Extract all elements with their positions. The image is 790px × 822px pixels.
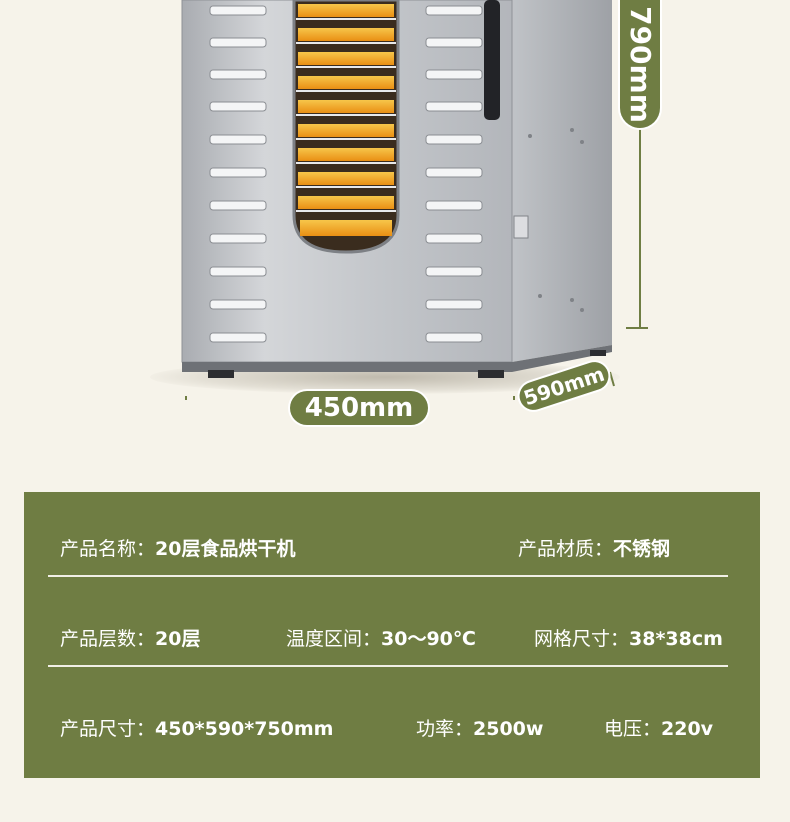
- dimension-lines: [185, 128, 648, 400]
- spec-value: 20层食品烘干机: [155, 538, 296, 560]
- spec-value: 38*38cm: [629, 628, 723, 650]
- spec-value: 20层: [155, 628, 201, 650]
- foot-left: [208, 370, 234, 378]
- spec-product-size: 产品尺寸：450*590*750mm: [60, 714, 333, 741]
- dehydrator-machine-image: [181, 0, 648, 400]
- spec-power: 功率：2500w: [416, 714, 543, 741]
- spec-label: 温度区间：: [286, 628, 382, 650]
- spec-material: 产品材质：不锈钢: [518, 534, 670, 561]
- spec-label: 产品名称：: [60, 538, 156, 560]
- width-dimension-label: 450mm: [290, 391, 428, 425]
- spec-value: 220v: [661, 718, 714, 740]
- spec-label: 网格尺寸：: [534, 628, 630, 650]
- height-dimension-label: 790mm: [620, 0, 660, 128]
- spec-label: 电压：: [604, 718, 662, 740]
- base-plinth: [182, 345, 612, 372]
- foot-right: [478, 370, 504, 378]
- side-panel: [512, 0, 612, 362]
- spec-row-2: 产品层数：20层 温度区间：30～90℃ 网格尺寸：38*38cm: [60, 624, 730, 654]
- right-vents: [425, 5, 483, 343]
- spec-value: 450*590*750mm: [155, 718, 334, 740]
- spec-row-1: 产品名称：20层食品烘干机 产品材质：不锈钢: [60, 534, 730, 564]
- spec-divider: [48, 665, 728, 667]
- spec-panel: 产品名称：20层食品烘干机 产品材质：不锈钢 产品层数：20层 温度区间：30～…: [24, 492, 760, 778]
- spec-product-name: 产品名称：20层食品烘干机: [60, 534, 295, 561]
- spec-grid-size: 网格尺寸：38*38cm: [534, 624, 723, 651]
- spec-value: 30～90℃: [381, 628, 476, 650]
- side-rivets: [528, 128, 584, 312]
- spec-voltage: 电压：220v: [604, 714, 713, 741]
- spec-label: 产品层数：: [60, 628, 156, 650]
- spec-divider: [48, 575, 728, 577]
- product-illustration: 790mm 450mm 590mm: [150, 0, 660, 425]
- spec-temperature-range: 温度区间：30～90℃: [286, 624, 476, 651]
- spec-label: 产品材质：: [518, 538, 614, 560]
- spec-row-3: 产品尺寸：450*590*750mm 功率：2500w 电压：220v: [60, 714, 730, 744]
- foot-back: [590, 350, 606, 356]
- door-handle: [484, 0, 500, 120]
- spec-layers: 产品层数：20层: [60, 624, 200, 651]
- spec-value: 2500w: [473, 718, 544, 740]
- spec-label: 产品尺寸：: [60, 718, 156, 740]
- spec-label: 功率：: [416, 718, 474, 740]
- food-trays: [296, 4, 396, 236]
- left-vents: [209, 5, 267, 343]
- door-latch: [513, 215, 529, 239]
- spec-value: 不锈钢: [613, 538, 671, 560]
